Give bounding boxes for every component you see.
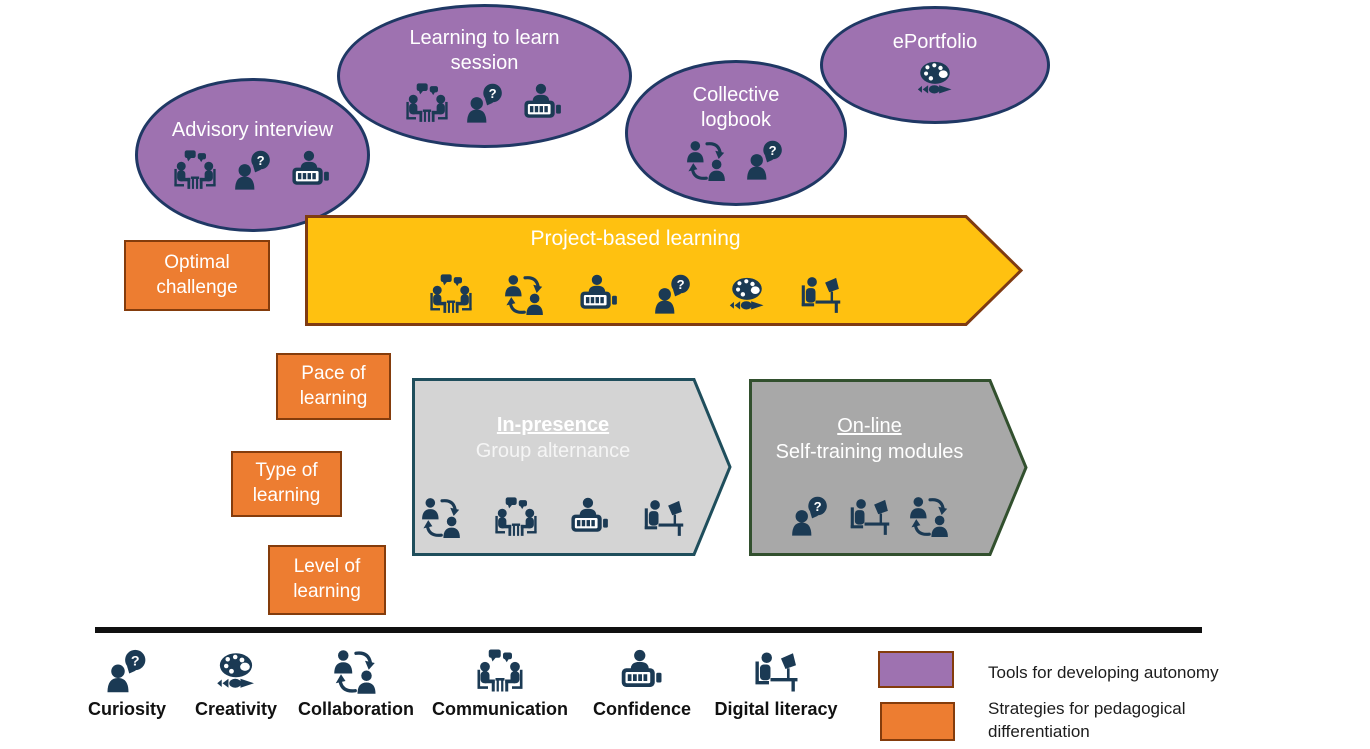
curiosity-icon bbox=[231, 149, 275, 193]
ellipse-icon-row bbox=[405, 82, 565, 126]
legend-icon-slot bbox=[476, 648, 524, 696]
legend-icon-slot bbox=[103, 648, 151, 696]
collaboration-icon bbox=[685, 139, 729, 183]
arrow-icon-row bbox=[420, 496, 686, 540]
collaboration-icon bbox=[503, 273, 547, 317]
legend-label: Curiosity bbox=[87, 699, 167, 719]
confidence-icon bbox=[568, 496, 612, 540]
ellipse-label: Advisory interview bbox=[171, 118, 334, 141]
box-optimal-challenge: Optimal challenge bbox=[124, 240, 270, 311]
communication-icon bbox=[429, 273, 473, 317]
box-pace-of-learning: Pace of learning bbox=[276, 353, 391, 420]
legend-icon-slot bbox=[212, 648, 260, 696]
collaboration-icon bbox=[908, 495, 952, 539]
legend-item-curiosity: Curiosity bbox=[88, 648, 166, 720]
digital-literacy-icon bbox=[642, 496, 686, 540]
confidence-icon bbox=[618, 648, 666, 696]
box-level-of-learning: Level of learning bbox=[268, 545, 386, 615]
legend-swatch-purple bbox=[878, 651, 954, 688]
communication-icon bbox=[173, 149, 217, 193]
legend-item-digital-literacy: Digital literacy bbox=[714, 648, 838, 720]
arrow-title: In-presence bbox=[496, 414, 610, 436]
curiosity-icon bbox=[463, 82, 507, 126]
collaboration-icon bbox=[420, 496, 464, 540]
digital-literacy-icon bbox=[752, 648, 800, 696]
communication-icon bbox=[494, 496, 538, 540]
curiosity-icon bbox=[743, 139, 787, 183]
digital-literacy-icon bbox=[799, 273, 843, 317]
ellipse-icon-row bbox=[173, 149, 333, 193]
ellipse-label: Collective logbook bbox=[692, 84, 780, 131]
ellipse-advisory-interview: Advisory interview bbox=[135, 78, 370, 232]
ellipse-label: ePortfolio bbox=[892, 30, 978, 53]
communication-icon bbox=[476, 648, 524, 696]
confidence-icon bbox=[289, 149, 333, 193]
curiosity-icon bbox=[788, 495, 832, 539]
legend-separator-line bbox=[95, 627, 1202, 633]
legend-item-creativity: Creativity bbox=[195, 648, 277, 720]
box-label: Level of learning bbox=[293, 556, 361, 602]
box-label: Optimal challenge bbox=[156, 251, 238, 298]
ellipse-icon-row bbox=[913, 57, 957, 101]
arrow-project-based-learning: Project-based learning bbox=[305, 215, 1023, 326]
confidence-icon bbox=[577, 273, 621, 317]
legend-icon-slot bbox=[752, 648, 800, 696]
ellipse-eportfolio: ePortfolio bbox=[820, 6, 1050, 124]
box-label: Type of learning bbox=[252, 460, 321, 506]
ellipse-label: Learning to learn session bbox=[409, 27, 560, 74]
communication-icon bbox=[405, 82, 449, 126]
creativity-icon bbox=[913, 57, 957, 101]
arrow-icon-row bbox=[305, 273, 966, 317]
legend-label: Confidence bbox=[592, 699, 692, 719]
legend-text-differentiation: Strategies for pedagogical differentiati… bbox=[988, 699, 1186, 741]
arrow-subtitle: Self-training modules bbox=[775, 441, 964, 463]
arrow-in-presence: In-presence Group alternance bbox=[412, 378, 732, 556]
digital-literacy-icon bbox=[848, 495, 892, 539]
box-label: Pace of learning bbox=[299, 362, 368, 409]
arrow-shape bbox=[412, 378, 732, 556]
legend-icon-slot bbox=[618, 648, 666, 696]
ellipse-icon-row bbox=[685, 139, 787, 183]
legend-label: Creativity bbox=[194, 699, 278, 719]
ellipse-learning-to-learn-session: Learning to learn session bbox=[337, 4, 632, 148]
ellipse-collective-logbook: Collective logbook bbox=[625, 60, 847, 206]
legend-icon-slot bbox=[332, 648, 380, 696]
legend-text-autonomy: Tools for developing autonomy bbox=[988, 663, 1219, 682]
collaboration-icon bbox=[332, 648, 380, 696]
arrow-icon-row bbox=[749, 495, 990, 539]
legend-item-confidence: Confidence bbox=[593, 648, 691, 720]
creativity-icon bbox=[212, 648, 260, 696]
arrow-online: On-line Self-training modules bbox=[749, 379, 1028, 556]
arrow-title: Project-based learning bbox=[530, 227, 741, 250]
legend-label: Digital literacy bbox=[714, 699, 838, 719]
arrow-title: On-line bbox=[837, 415, 902, 437]
legend-item-communication: Communication bbox=[432, 648, 568, 720]
curiosity-icon bbox=[651, 273, 695, 317]
confidence-icon bbox=[521, 82, 565, 126]
legend-swatch-orange bbox=[880, 702, 955, 741]
curiosity-icon bbox=[103, 648, 151, 696]
box-type-of-learning: Type of learning bbox=[231, 451, 342, 517]
arrow-subtitle: Group alternance bbox=[475, 440, 631, 462]
legend-label: Collaboration bbox=[298, 699, 414, 719]
legend-item-collaboration: Collaboration bbox=[298, 648, 414, 720]
legend-label: Communication bbox=[431, 699, 569, 719]
creativity-icon bbox=[725, 273, 769, 317]
arrow-shape bbox=[305, 215, 1023, 326]
